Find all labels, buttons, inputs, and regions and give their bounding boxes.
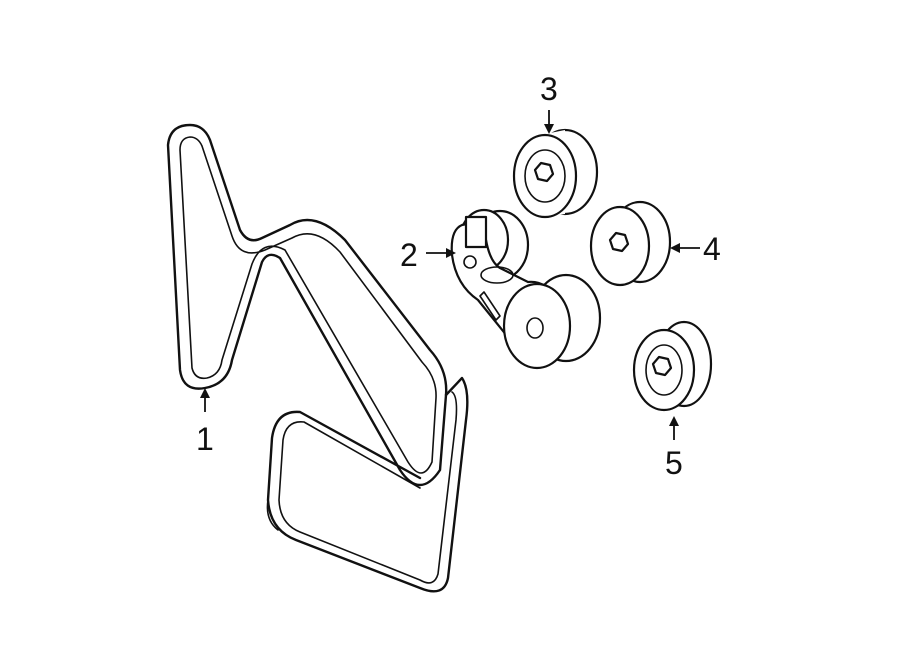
belt-tensioner[interactable] — [450, 208, 602, 370]
callout-arrow-5 — [669, 416, 679, 440]
callout-arrow-3 — [544, 110, 554, 134]
callout-label-2: 2 — [400, 237, 418, 273]
callout-label-5: 5 — [665, 445, 683, 481]
callout-label-3: 3 — [540, 71, 558, 107]
callout-arrow-2 — [426, 248, 456, 258]
callout-label-1: 1 — [196, 421, 214, 457]
serpentine-belt[interactable] — [166, 123, 469, 593]
idler-pulley-upper[interactable] — [512, 128, 599, 219]
callout-label-4: 4 — [703, 231, 721, 267]
callout-arrow-4 — [670, 243, 700, 253]
idler-pulley-lower[interactable] — [632, 320, 713, 412]
callout-arrow-1 — [200, 388, 210, 412]
idler-pulley-middle[interactable] — [589, 200, 672, 287]
